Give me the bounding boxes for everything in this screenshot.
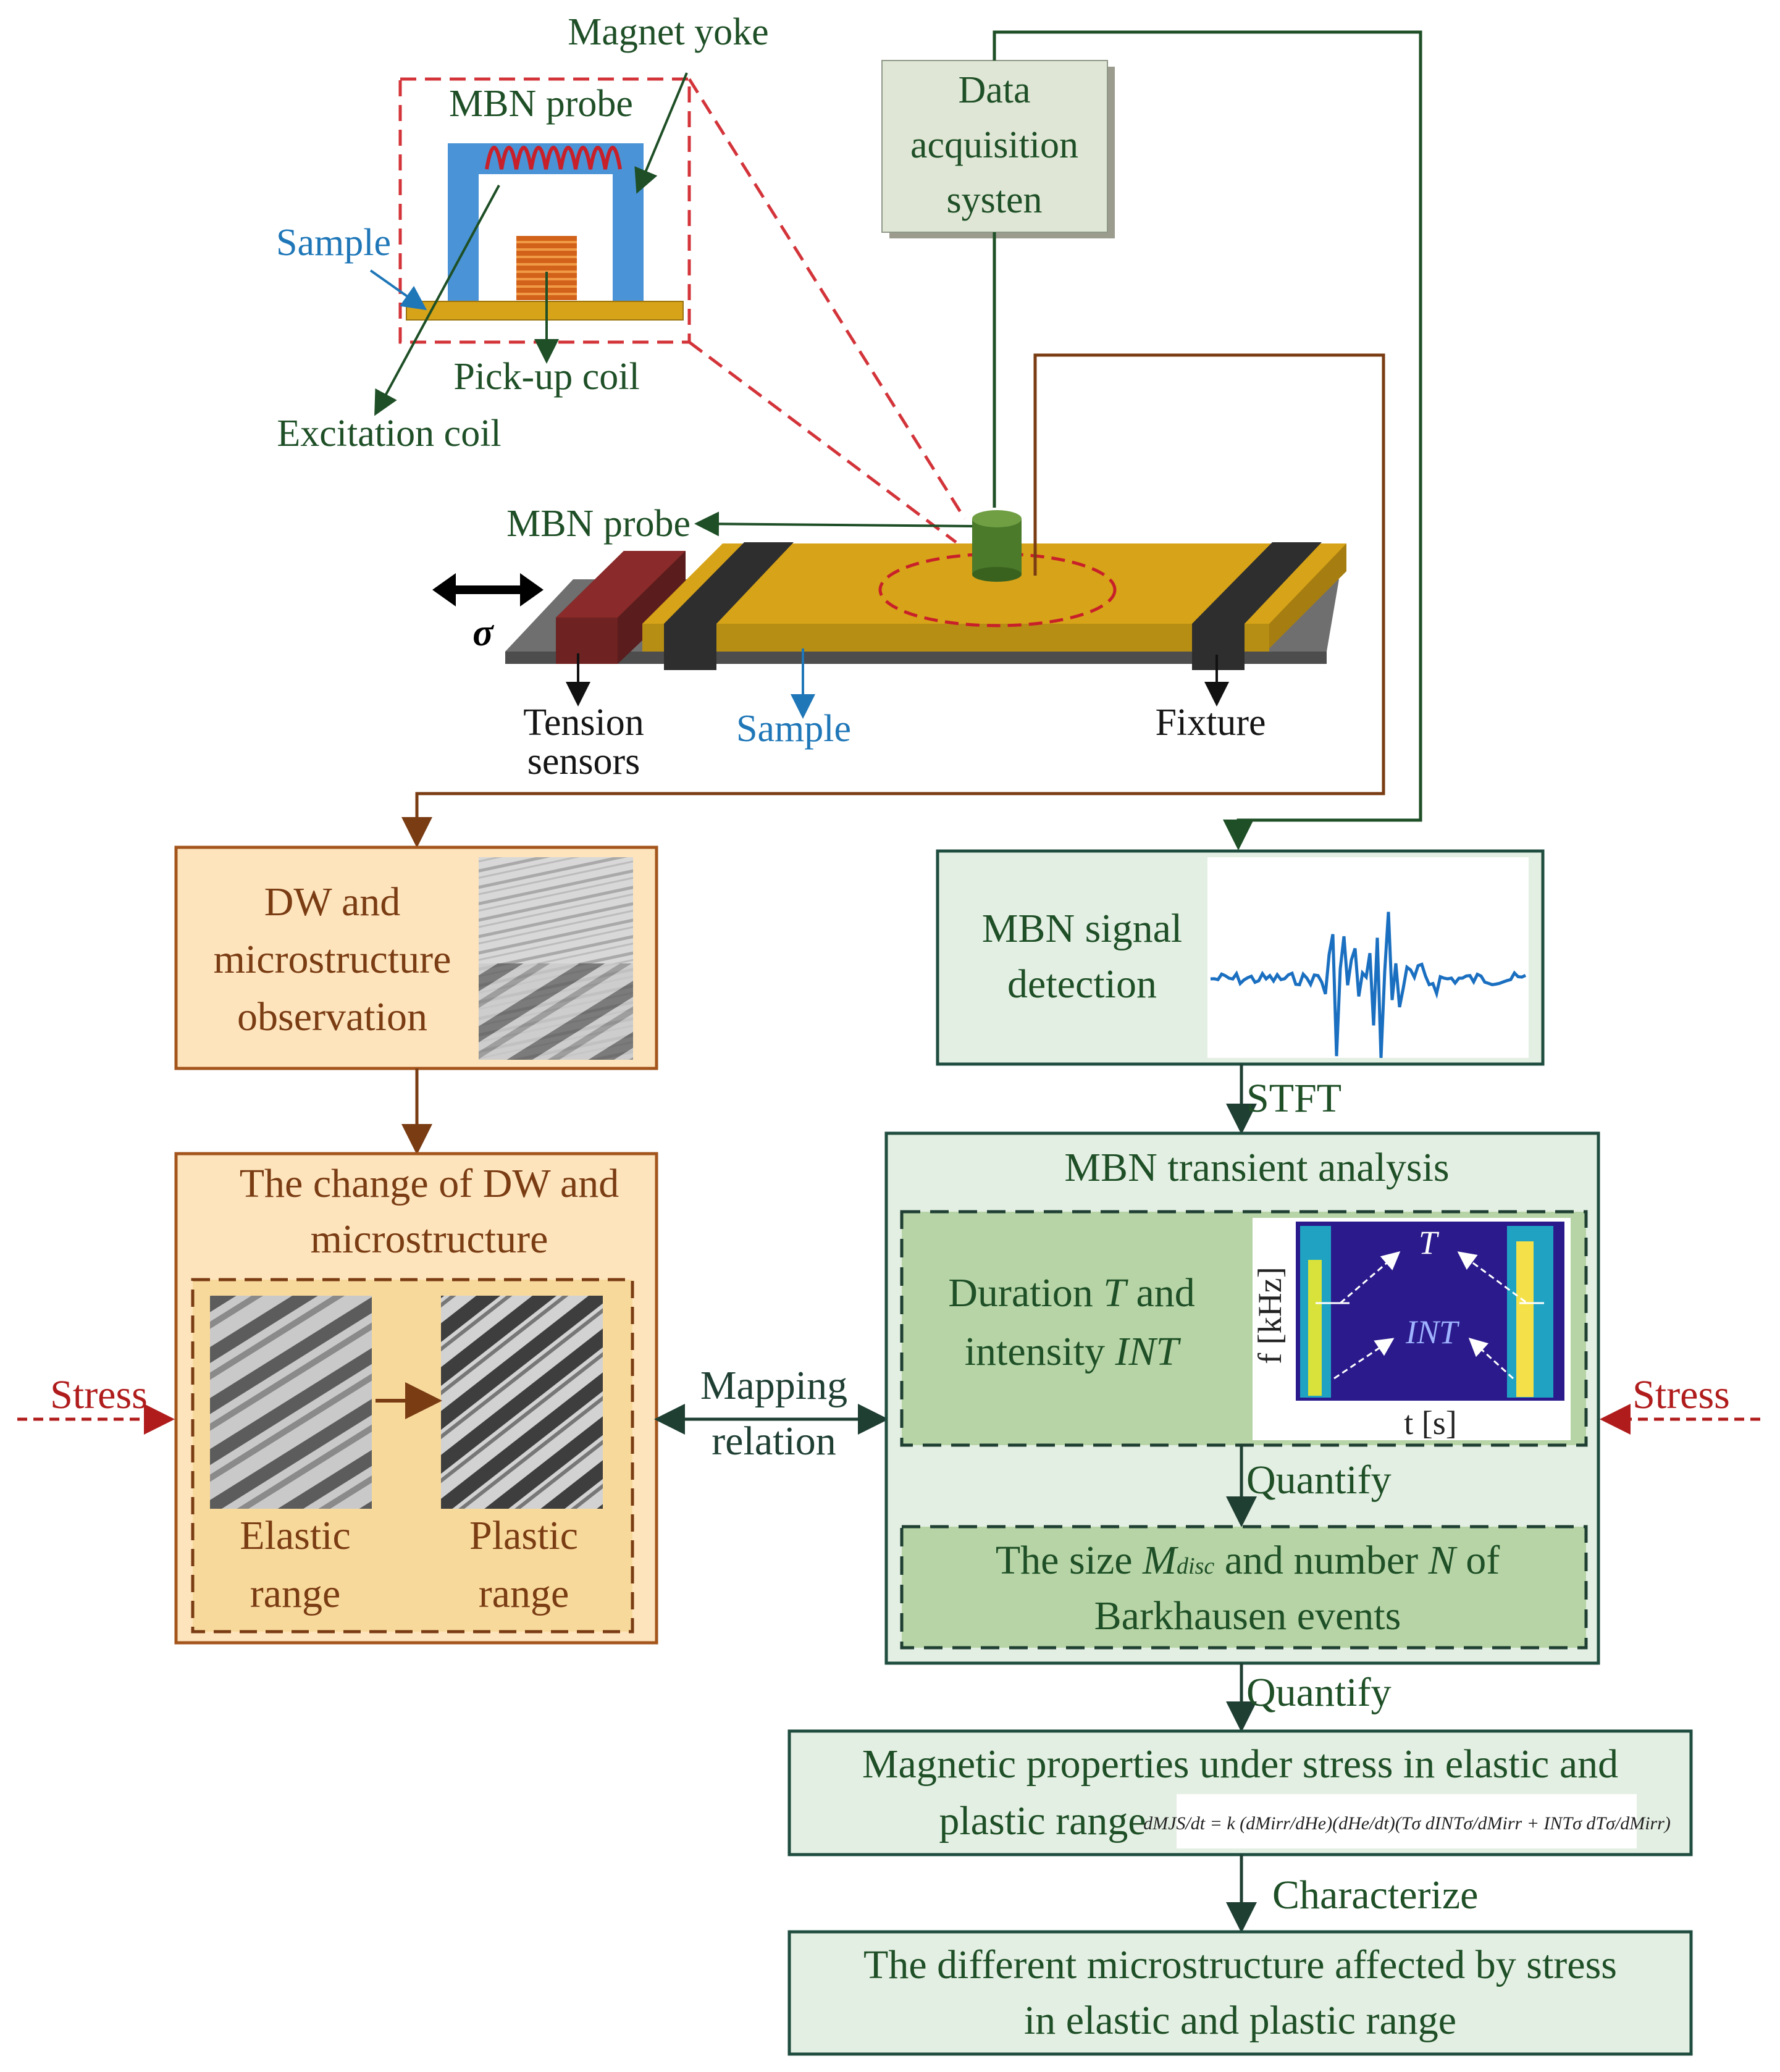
rig-mbn-probe-label: MBN probe	[506, 503, 691, 545]
spectrogram-y-axis-label: f [kHz]	[1251, 1267, 1288, 1364]
rig-sample-label: Sample	[736, 708, 851, 750]
quantify-label-2: Quantify	[1246, 1670, 1392, 1715]
spectrogram-T-label: T	[1419, 1224, 1440, 1261]
duration-line-2: intensity INT	[965, 1329, 1182, 1374]
tension-label-2: sensors	[527, 740, 640, 782]
inset-sample-leader	[369, 269, 427, 311]
change-line-1: The change of DW and	[240, 1161, 619, 1206]
equation-text: dMJS/dt = k (dMirr/dHe)(dHe/dt)(Tσ dINTσ…	[1143, 1813, 1671, 1834]
equation-panel	[1177, 1794, 1637, 1848]
stress-direction-arrow	[432, 573, 544, 606]
observation-line-2: microstructure	[214, 937, 451, 982]
characterize-label: Characterize	[1272, 1873, 1478, 1918]
mapping-relation: Mapping relation	[654, 1363, 889, 1464]
final-box: The different microstructure affected by…	[787, 1930, 1693, 2056]
yoke-leader	[634, 72, 688, 194]
inset-sample-plate	[406, 301, 684, 321]
events-frame	[900, 1525, 1588, 1650]
fixture-right	[1192, 542, 1322, 670]
rig-sample-plate	[642, 543, 1346, 624]
stress-left-label: Stress	[50, 1372, 148, 1417]
stress-right-label: Stress	[1632, 1372, 1730, 1417]
spectrogram-INT-label: INT	[1405, 1314, 1460, 1351]
plastic-line-1: Plastic	[469, 1513, 578, 1558]
change-line-2: microstructure	[311, 1217, 548, 1262]
excitation-leader	[374, 185, 500, 416]
data-acquisition-box: Data acquisition systen	[881, 60, 1115, 238]
mapping-line-2: relation	[712, 1419, 836, 1464]
observation-line-3: observation	[237, 994, 427, 1039]
transient-title: MBN transient analysis	[1064, 1145, 1449, 1190]
das-line-3: systen	[947, 179, 1043, 221]
elastic-line-2: range	[250, 1571, 341, 1616]
magnet-yoke-label: Magnet yoke	[568, 11, 768, 53]
magnetic-line-1: Magnetic properties under stress in elas…	[862, 1742, 1618, 1787]
zoom-guide-top	[687, 78, 967, 520]
probe-to-observation-wire	[401, 353, 1385, 848]
sigma-label: σ	[472, 612, 494, 654]
events-line-2: Barkhausen events	[1094, 1593, 1401, 1638]
magnetic-properties-box: Magnetic properties under stress in elas…	[787, 1729, 1693, 1856]
tension-label-1: Tension	[523, 702, 644, 744]
stft-label: STFT	[1246, 1076, 1341, 1121]
events-line-1: The size Mdisc and number N of	[996, 1538, 1500, 1583]
spectrogram-panel: T INT f [kHz] t [s]	[1251, 1218, 1571, 1441]
inset-sample-label: Sample	[276, 222, 391, 264]
rig-probe-leader	[694, 511, 973, 537]
das-line-1: Data	[958, 69, 1030, 111]
mapping-line-1: Mapping	[700, 1363, 847, 1408]
elastic-line-1: Elastic	[240, 1513, 351, 1558]
magnet-yoke-shape	[448, 143, 644, 301]
magnetic-line-2: plastic range	[939, 1798, 1146, 1843]
transient-analysis-box: MBN transient analysis Duration T and in…	[884, 1131, 1600, 1665]
probe-detail-inset: Magnet yoke MBN probe Sample Pick-up coi…	[276, 11, 967, 543]
pickup-coil-label: Pick-up coil	[453, 356, 639, 398]
spectrogram-x-axis-label: t [s]	[1404, 1404, 1456, 1441]
inset-mbn-probe-label: MBN probe	[449, 83, 633, 125]
signal-detection-box: MBN signal detection	[936, 849, 1545, 1066]
final-line-2: in elastic and plastic range	[1024, 1998, 1456, 2043]
zoom-guide-bottom	[688, 341, 957, 543]
change-box: The change of DW and microstructure Elas…	[174, 1152, 658, 1645]
elastic-micrograph	[210, 1296, 372, 1509]
final-line-1: The different microstructure affected by…	[863, 1942, 1617, 1987]
excitation-coil-shape	[485, 146, 622, 170]
observation-box: DW and microstructure observation	[174, 845, 658, 1070]
das-line-2: acquisition	[910, 124, 1078, 166]
observation-line-1: DW and	[264, 879, 401, 925]
quantify-label-1: Quantify	[1246, 1458, 1392, 1503]
signal-line-1: MBN signal	[982, 906, 1183, 951]
fixture-label: Fixture	[1155, 702, 1266, 744]
plastic-line-2: range	[479, 1571, 569, 1616]
signal-line-2: detection	[1007, 962, 1157, 1007]
excitation-coil-label: Excitation coil	[277, 413, 501, 455]
plastic-micrograph	[441, 1296, 603, 1509]
fixture-left	[664, 542, 794, 670]
test-rig: MBN probe σ Tension sensors Sample Fixtu…	[432, 503, 1346, 782]
mbn-signal-waveform	[1210, 912, 1527, 1059]
duration-line-1: Duration T and	[948, 1270, 1195, 1315]
das-to-signal-wire	[993, 30, 1422, 850]
